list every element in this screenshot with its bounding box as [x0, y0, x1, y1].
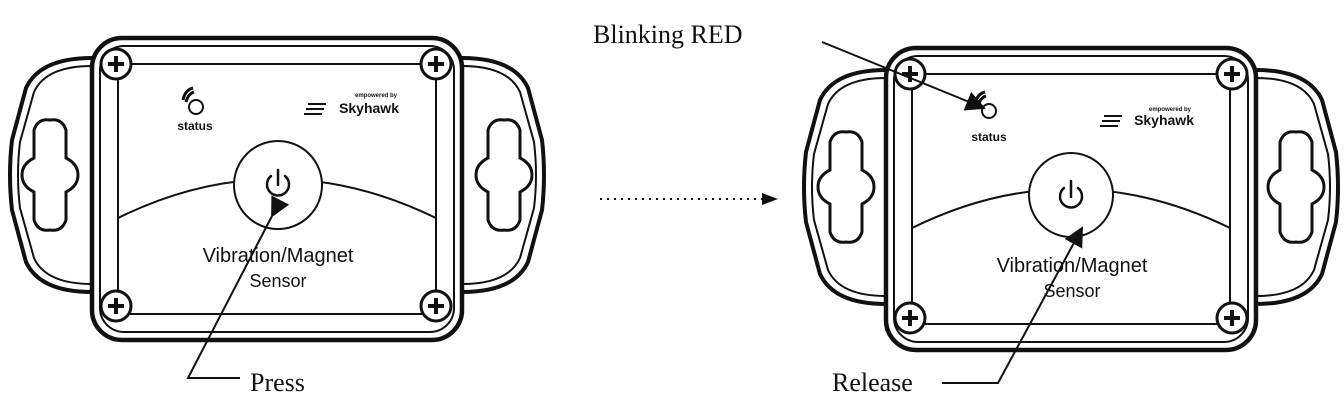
release-callout-line	[942, 226, 1083, 384]
press-callout-line	[186, 195, 290, 379]
device-panel	[117, 63, 437, 315]
release-label: Release	[832, 368, 913, 397]
svg-text:Skyhawk: Skyhawk	[1134, 112, 1194, 128]
mounting-ear-right	[1255, 68, 1340, 306]
device-panel	[911, 73, 1231, 325]
power-icon	[1058, 179, 1084, 209]
power-button[interactable]	[1028, 152, 1114, 238]
device-bezel	[893, 55, 1249, 343]
screw-icon	[1215, 301, 1249, 335]
arrow-head-icon	[762, 193, 778, 205]
press-label: Press	[250, 368, 305, 397]
skyhawk-logo: empowered by Skyhawk	[1100, 107, 1194, 128]
svg-text:Skyhawk: Skyhawk	[339, 100, 399, 116]
sensor-device-press: status empowered by Skyhawk Vibration/Ma…	[8, 35, 546, 343]
screw-icon	[99, 289, 133, 323]
led-callout-line	[821, 41, 986, 111]
svg-text:empowered by: empowered by	[1149, 107, 1192, 113]
mounting-ear-left	[802, 68, 887, 306]
device-bezel	[99, 45, 455, 333]
product-name-line2: Sensor	[1043, 281, 1100, 301]
product-name-line1: Vibration/Magnet	[997, 255, 1148, 277]
status-label: status	[177, 119, 213, 133]
product-name-line2: Sensor	[249, 271, 306, 291]
screw-icon	[1215, 57, 1249, 91]
svg-text:empowered by: empowered by	[355, 93, 398, 99]
screw-icon	[99, 47, 133, 81]
status-led	[181, 86, 204, 115]
mounting-ear-right	[461, 56, 546, 294]
mounting-ear-left	[8, 56, 93, 294]
product-name-line1: Vibration/Magnet	[203, 245, 354, 267]
skyhawk-logo: empowered by Skyhawk	[304, 93, 399, 116]
screw-icon	[419, 47, 453, 81]
screw-icon	[419, 289, 453, 323]
status-label: status	[971, 130, 1007, 144]
sensor-device-release: status empowered by Skyhawk Vibration/Ma…	[802, 45, 1340, 353]
blinking-red-label: Blinking RED	[593, 20, 743, 49]
screw-icon	[893, 301, 927, 335]
power-button[interactable]	[233, 140, 323, 230]
